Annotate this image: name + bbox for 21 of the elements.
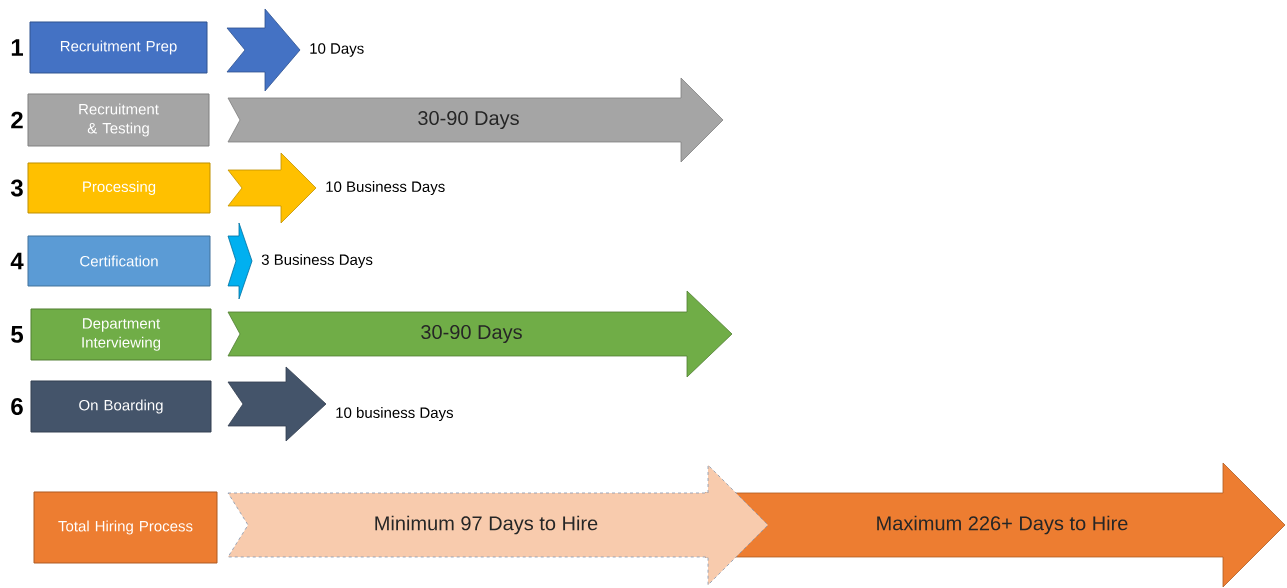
duration-label: 10 Business Days <box>326 181 445 195</box>
arrow-shape <box>227 152 317 224</box>
step-box: Processing <box>27 162 211 214</box>
step-box: On Boarding <box>30 380 212 433</box>
arrow-shape <box>226 8 301 92</box>
step-box: Department Interviewing <box>30 308 212 361</box>
arrow-shape <box>227 222 253 300</box>
duration-label: 10 Days <box>310 43 364 57</box>
step-box: Total Hiring Process <box>33 491 218 564</box>
step-number: 6 <box>11 398 23 415</box>
step-box: Certification <box>27 235 211 287</box>
step-number: 1 <box>11 39 23 56</box>
step-box: Recruitment Prep <box>29 21 208 74</box>
step-number: 2 <box>11 111 23 129</box>
step-number: 5 <box>11 326 23 343</box>
step-number: 4 <box>10 252 24 270</box>
duration-label: 3 Business Days <box>261 254 373 268</box>
step-number: 3 <box>10 179 23 197</box>
arrow-shape <box>227 366 327 442</box>
duration-label: 10 business Days <box>336 407 453 421</box>
step-box: Recruitment & Testing <box>27 93 210 147</box>
